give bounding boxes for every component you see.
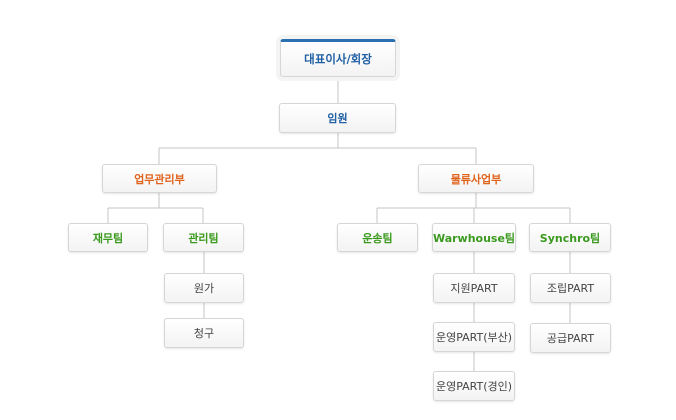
node-division-logistics: 물류사업부 [418, 164, 534, 193]
node-ceo: 대표이사/회장 [280, 39, 396, 77]
node-unit-ops-gyeongin: 운영PART(경인) [433, 371, 515, 401]
node-executives: 임원 [279, 103, 396, 133]
node-unit-supply: 공급PART [530, 323, 611, 353]
node-team-warehouse: Warwhouse팀 [432, 223, 516, 252]
node-unit-assembly: 조립PART [530, 273, 611, 303]
node-unit-support: 지원PART [433, 273, 515, 303]
node-team-admin: 관리팀 [163, 223, 244, 252]
node-unit-ops-busan: 운영PART(부산) [433, 322, 515, 352]
node-team-finance: 재무팀 [68, 223, 148, 252]
node-unit-billing: 청구 [164, 318, 244, 348]
node-team-transport: 운송팀 [337, 223, 418, 252]
node-team-synchro: Synchro팀 [529, 223, 611, 252]
node-division-business: 업무관리부 [102, 164, 217, 193]
node-unit-cost: 원가 [164, 273, 244, 303]
